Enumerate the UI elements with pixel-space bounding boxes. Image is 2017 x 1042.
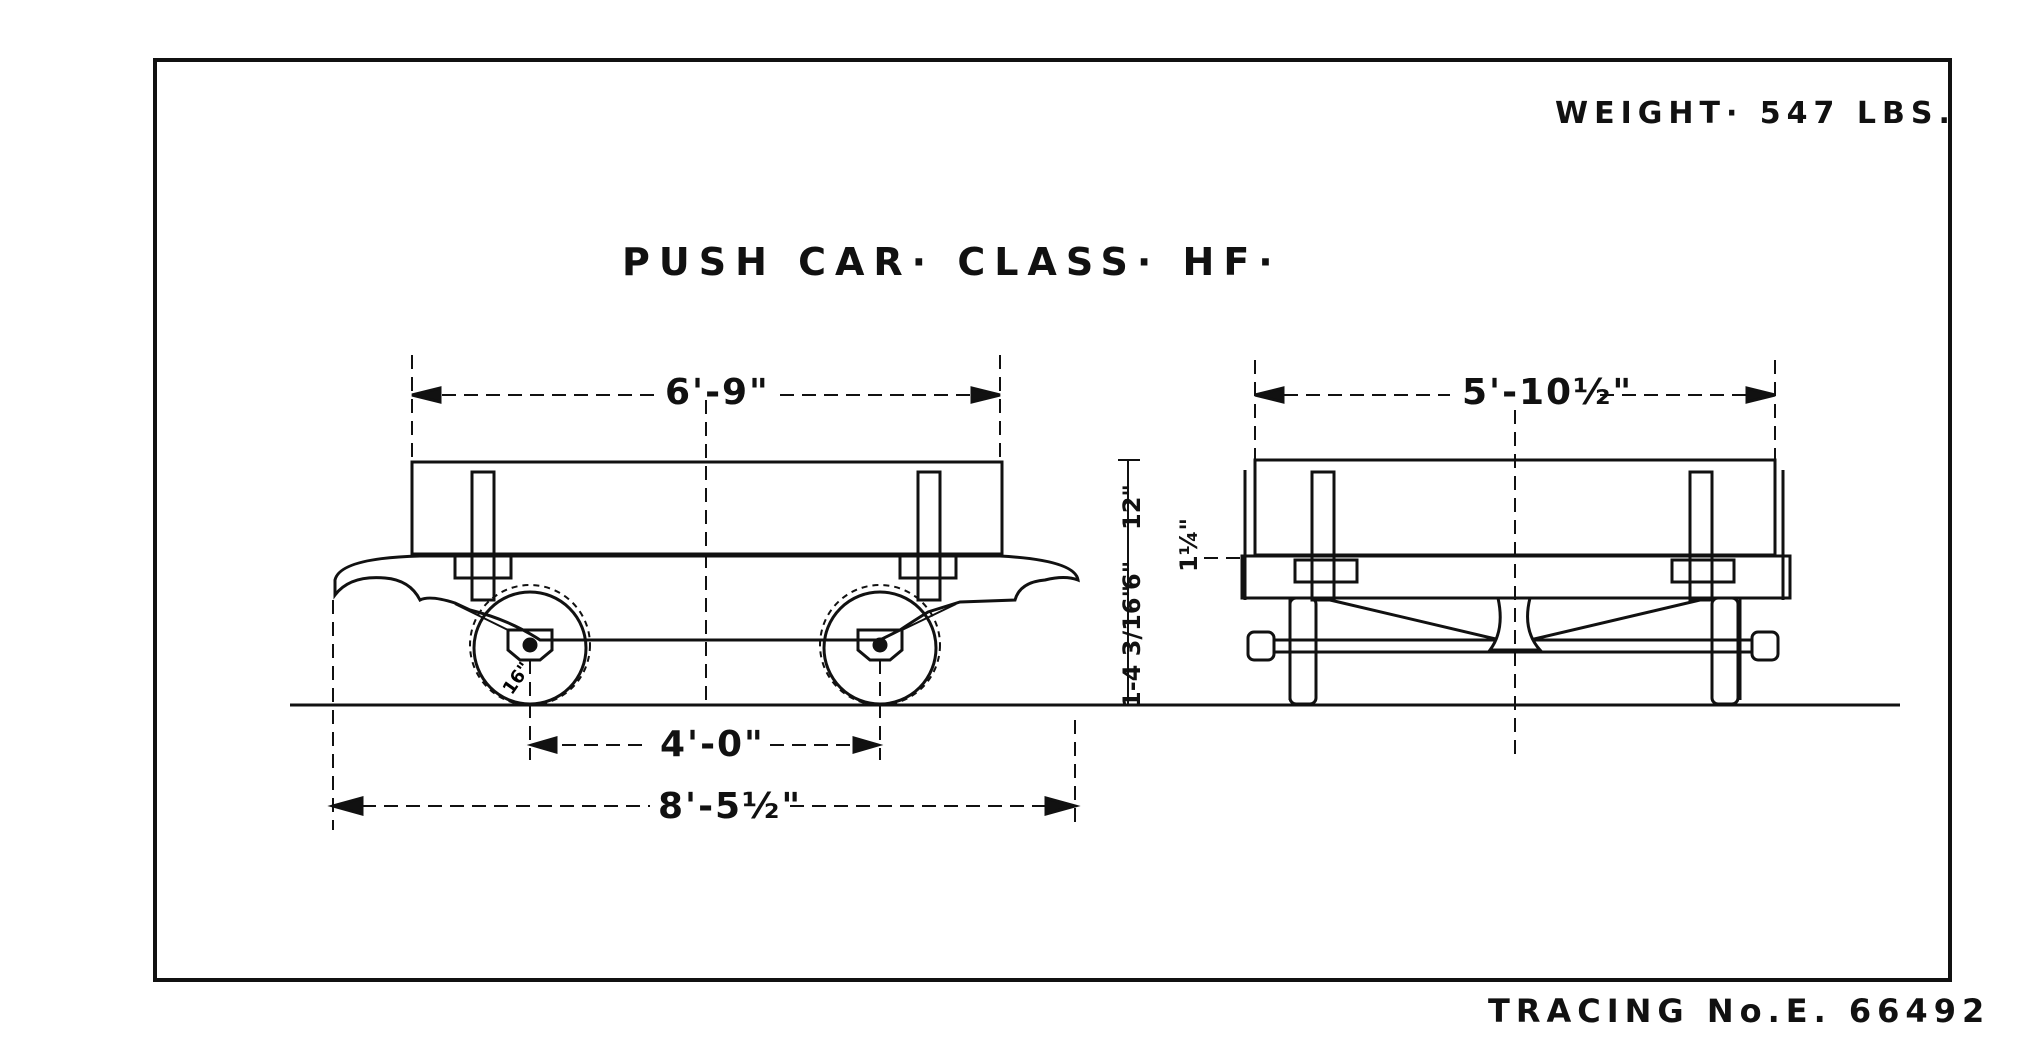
axle-box-left: [506, 628, 554, 662]
dimension-body-length: 6'-9": [665, 372, 770, 413]
drawing-title: PUSH CAR· CLASS· HF·: [622, 240, 1282, 284]
dimension-wheelbase: 4'-0": [660, 724, 765, 765]
dimension-overall-length: 8'-5½": [658, 786, 803, 827]
dimension-height-total: 1-4 3/16": [1118, 584, 1146, 708]
dimension-width: 5'-10½": [1462, 372, 1634, 413]
dimension-height-side: 12": [1118, 484, 1146, 530]
stake-left: [470, 470, 496, 602]
dimension-height-small: 1¼": [1175, 517, 1203, 572]
drawing-border: [153, 58, 1952, 982]
stake-pocket-right: [898, 554, 958, 580]
stake-pocket-left: [453, 554, 513, 580]
frame-side: [333, 554, 1080, 642]
end-stake-right: [1688, 470, 1714, 602]
dimension-height-mid: 6": [1118, 560, 1146, 590]
weight-label: WEIGHT· 547 LBS.: [1555, 96, 1956, 131]
stake-right: [916, 470, 942, 602]
tracing-number: TRACING No.E. 66492: [1488, 992, 1991, 1030]
end-stake-left: [1310, 470, 1336, 602]
